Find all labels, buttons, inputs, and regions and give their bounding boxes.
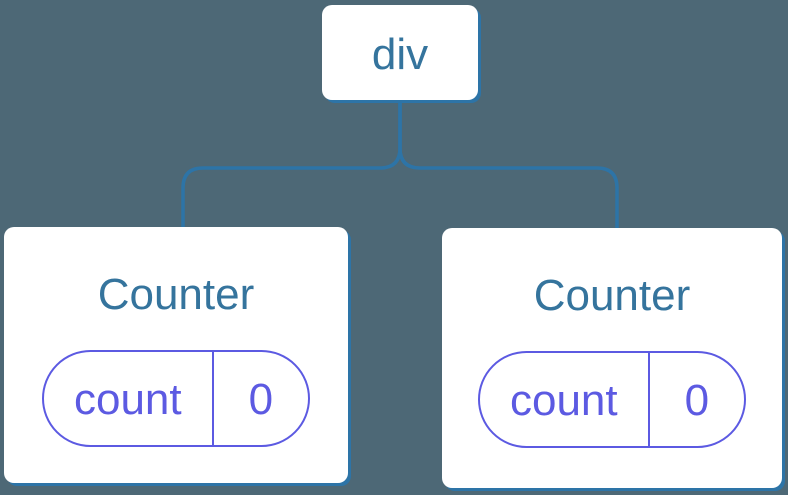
state-key-cell: count [480,353,648,446]
state-key-label: count [73,375,182,424]
state-pill: count 0 [478,351,746,448]
connector-left-branch [181,96,402,234]
counter-title: Counter [533,271,691,320]
tree-node-div: div [322,5,478,100]
state-key-label: count [509,376,618,425]
state-value-cell: 0 [647,353,744,446]
state-value-cell: 0 [211,352,308,445]
state-value: 0 [248,375,274,424]
counter-title: Counter [97,270,255,319]
tree-node-counter-right: Counter count 0 [442,228,782,488]
connector-right-branch [398,96,619,234]
root-node-label: div [371,29,429,79]
tree-node-counter-left: Counter count 0 [4,227,348,483]
state-pill: count 0 [42,350,310,447]
state-key-cell: count [44,352,212,445]
state-value: 0 [684,376,710,425]
